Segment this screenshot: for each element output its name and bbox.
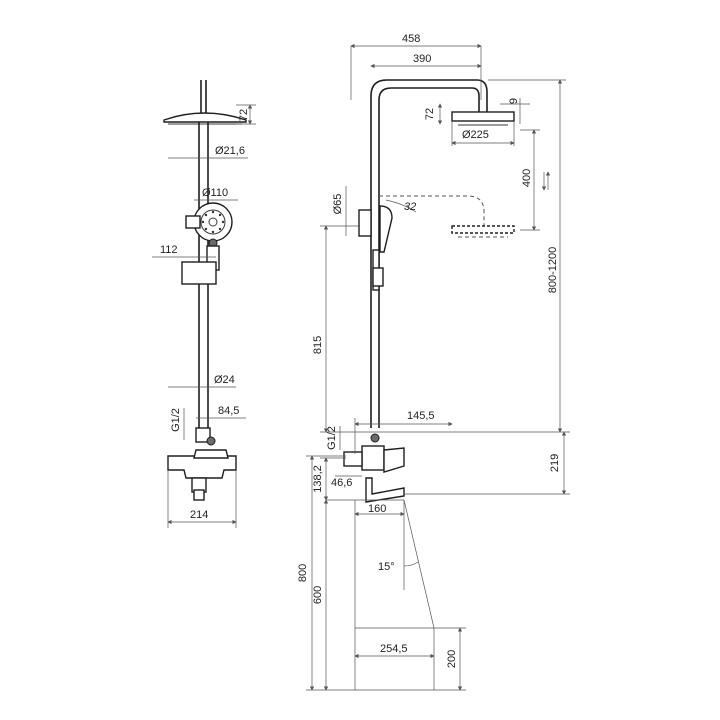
dim-head-diameter: Ø225: [462, 129, 489, 141]
dim-hand-shower-diameter: Ø110: [202, 187, 228, 199]
dim-front-thread: G1/2: [170, 408, 182, 432]
dim-total-height-range: 800-1200: [547, 247, 559, 294]
dim-floor-height-1: 800: [297, 564, 309, 582]
dim-holder-diameter: Ø65: [332, 194, 344, 215]
dim-outlet-height: 200: [446, 650, 458, 668]
dim-hand-angle: 32: [404, 201, 416, 213]
dim-bar-diameter: Ø24: [214, 374, 235, 386]
dim-pipe-diameter: Ø21,6: [215, 145, 245, 157]
dim-body-depth: 138,2: [312, 465, 324, 493]
dim-arm-length: 390: [413, 53, 431, 65]
dim-head-adjust: 400: [521, 169, 533, 187]
dim-head-thickness: 9: [508, 98, 520, 104]
dim-arm-reach: 458: [402, 33, 420, 45]
dim-head-height: 72: [424, 108, 436, 120]
front-view: 72 Ø21,6 Ø110 112 Ø24 G1/2 84,5 214: [152, 80, 256, 528]
dim-spout-angle: 15°: [378, 561, 395, 573]
dim-spout-reach: 145,5: [407, 410, 435, 422]
dim-mixer-width: 214: [190, 509, 208, 521]
dim-outlet-reach: 254,5: [380, 643, 408, 655]
dim-holder-offset: 112: [160, 244, 178, 256]
dim-mixer-height: 219: [549, 454, 561, 472]
dim-floor-height-2: 600: [312, 586, 324, 604]
dim-mixer-depth: 84,5: [218, 405, 239, 417]
dim-spout-length: 160: [368, 503, 386, 515]
dim-front-72: 72: [238, 109, 250, 121]
side-view: 458 390 72 9 Ø225 400 Ø65 32 800-1200: [297, 33, 570, 691]
dim-wall-offset: 46,6: [331, 477, 352, 489]
dim-side-thread: G1/2: [326, 426, 338, 450]
dim-holder-height: 815: [312, 336, 324, 354]
